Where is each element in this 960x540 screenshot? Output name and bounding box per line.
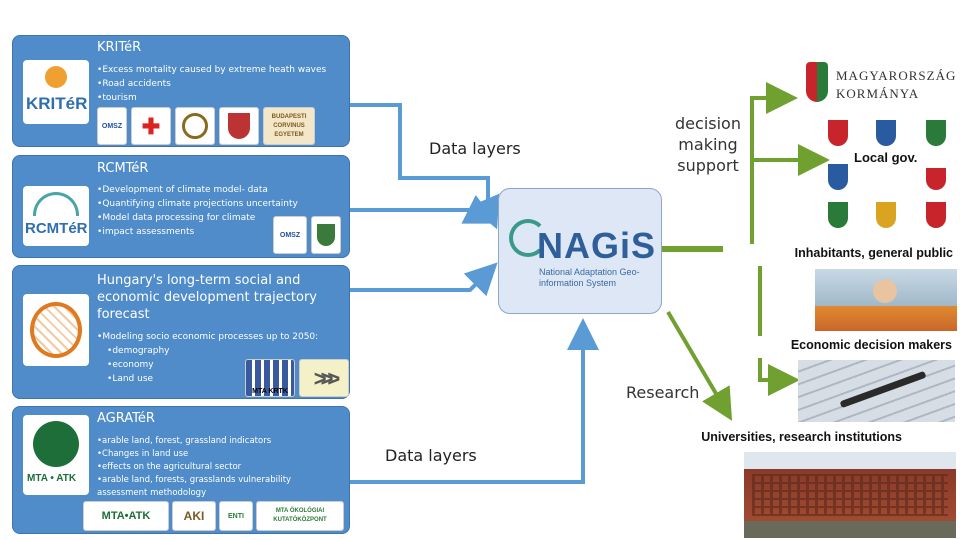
kriter-panel: KRITéR Excess mortality caused by extrem… <box>12 35 350 147</box>
aki-logo: AKI <box>172 501 216 531</box>
data-layers-label-top: Data layers <box>429 139 521 158</box>
shield-icon <box>828 202 848 228</box>
list-item: demography <box>97 344 318 358</box>
head-icon <box>873 279 897 303</box>
pen-icon <box>839 370 927 409</box>
data-layers-label-bottom: Data layers <box>385 446 477 465</box>
panel-title: Hungary's long-term social and economic … <box>97 273 317 322</box>
shield-icon <box>926 120 946 146</box>
universities-label: Universities, research institutions <box>630 428 958 450</box>
list-item: Road accidents <box>97 77 326 91</box>
panel-title: KRITéR <box>97 40 142 55</box>
mta-atk-small-logo: MTA•ATK <box>83 501 169 531</box>
logo-text: MTA • ATK <box>27 473 77 484</box>
list-item: Model data processing for climate <box>97 211 298 225</box>
sun-icon <box>45 66 67 88</box>
arrow-to-public <box>662 248 800 396</box>
leaf-icon <box>509 219 547 257</box>
shield-icon <box>828 164 848 190</box>
government-logo: MAGYARORSZÁG KORMÁNYA <box>806 60 956 106</box>
university-building-photo <box>744 452 956 538</box>
partner-logos: OMSZ ✚ BUDAPESTI CORVINUS EGYETEM <box>97 107 315 145</box>
decision-support-label: decision making support <box>675 114 741 175</box>
nagis-subtitle: National Adaptation Geo-information Syst… <box>539 267 640 288</box>
list-item: economy <box>97 358 318 372</box>
panel-title: RCMTéR <box>97 161 149 176</box>
shield-icon <box>828 120 848 146</box>
partner-logos: MTA•ATK AKI ENTI MTA ÖKOLÓGIAI KUTATÓKÖZ… <box>83 501 344 531</box>
arrow-rcmter-to-nagis <box>350 194 498 224</box>
coat-of-arms-icon <box>806 62 828 102</box>
hungary-panel: Hungary's long-term social and economic … <box>12 265 350 399</box>
list-item: arable land, forests, grasslands vulnera… <box>97 474 327 500</box>
logo-text: RCMTéR <box>25 220 88 237</box>
government-name-line2: KORMÁNYA <box>836 86 920 101</box>
list-item: Changes in land use <box>97 448 327 461</box>
globe-net-logo <box>23 294 89 366</box>
mta-krtk-logo: MTA KRTK <box>245 359 295 397</box>
mta-atk-logo: MTA • ATK <box>23 415 89 495</box>
shield-icon <box>876 120 896 146</box>
windows-pattern <box>752 474 948 516</box>
shield-icon <box>311 216 341 254</box>
omsz-logo: OMSZ <box>273 216 307 254</box>
arrow-hungary-to-nagis <box>350 262 498 297</box>
panel-title: AGRATéR <box>97 411 155 426</box>
globe-icon <box>33 192 79 216</box>
shield-icon <box>926 202 946 228</box>
nagis-box: NAGiS National Adaptation Geo-informatio… <box>498 188 662 314</box>
rcmter-bullets: Development of climate model- data Quant… <box>97 183 298 239</box>
government-name-line1: MAGYARORSZÁG <box>836 68 957 83</box>
county-arms-grid <box>822 114 956 234</box>
inhabitants-label: Inhabitants, general public <box>723 244 959 266</box>
partner-logos: OMSZ <box>273 216 341 254</box>
list-item: arable land, forest, grassland indicator… <box>97 435 327 448</box>
shield-icon <box>219 107 259 145</box>
list-item: tourism <box>97 91 326 105</box>
arrows-logo-icon: >>> <box>299 359 349 397</box>
local-gov-label: Local gov. <box>848 148 958 168</box>
nagis-logo-text: NAGiS <box>537 225 657 266</box>
hungary-bullets: Modeling socio economic processes up to … <box>97 330 318 386</box>
child-photo <box>815 269 957 331</box>
omsz-logo: OMSZ <box>97 107 127 145</box>
arrow-to-research <box>666 310 733 421</box>
kriter-bullets: Excess mortality caused by extreme heath… <box>97 63 326 105</box>
list-item: Land use <box>97 372 318 386</box>
list-item: impact assessments <box>97 225 298 239</box>
arrow-bottom-to-nagis <box>350 318 599 484</box>
list-item: Modeling socio economic processes up to … <box>97 330 318 344</box>
list-item: Quantifying climate projections uncertai… <box>97 197 298 211</box>
economic-label: Economic decision makers <box>758 336 958 358</box>
kriter-logo: KRITéR <box>23 60 89 124</box>
seal-icon <box>175 107 215 145</box>
partner-logos: MTA KRTK >>> <box>245 359 349 397</box>
agrater-bullets: arable land, forest, grassland indicator… <box>97 435 327 500</box>
list-item: Development of climate model- data <box>97 183 298 197</box>
shield-icon <box>876 202 896 228</box>
research-label: Research <box>626 383 700 402</box>
enti-logo: ENTI <box>219 501 253 531</box>
logo-text: KRITéR <box>26 94 88 113</box>
arrow-kriter-to-nagis <box>350 103 500 230</box>
globe-icon <box>30 302 82 358</box>
list-item: effects on the agricultural sector <box>97 461 327 474</box>
shield-icon <box>926 164 946 190</box>
clover-icon <box>33 421 79 467</box>
rcmter-panel: RCMTéR Development of climate model- dat… <box>12 155 350 258</box>
corvinus-logo: BUDAPESTI CORVINUS EGYETEM <box>263 107 315 145</box>
list-item: Excess mortality caused by extreme heath… <box>97 63 326 77</box>
pen-document-photo <box>798 360 955 422</box>
agrater-panel: AGRATéR arable land, forest, grassland i… <box>12 406 350 534</box>
mta-okologiai-logo: MTA ÖKOLÓGIAI KUTATÓKÖZPONT <box>256 501 344 531</box>
red-cross-icon: ✚ <box>131 107 171 145</box>
rcmter-logo: RCMTéR <box>23 186 89 246</box>
